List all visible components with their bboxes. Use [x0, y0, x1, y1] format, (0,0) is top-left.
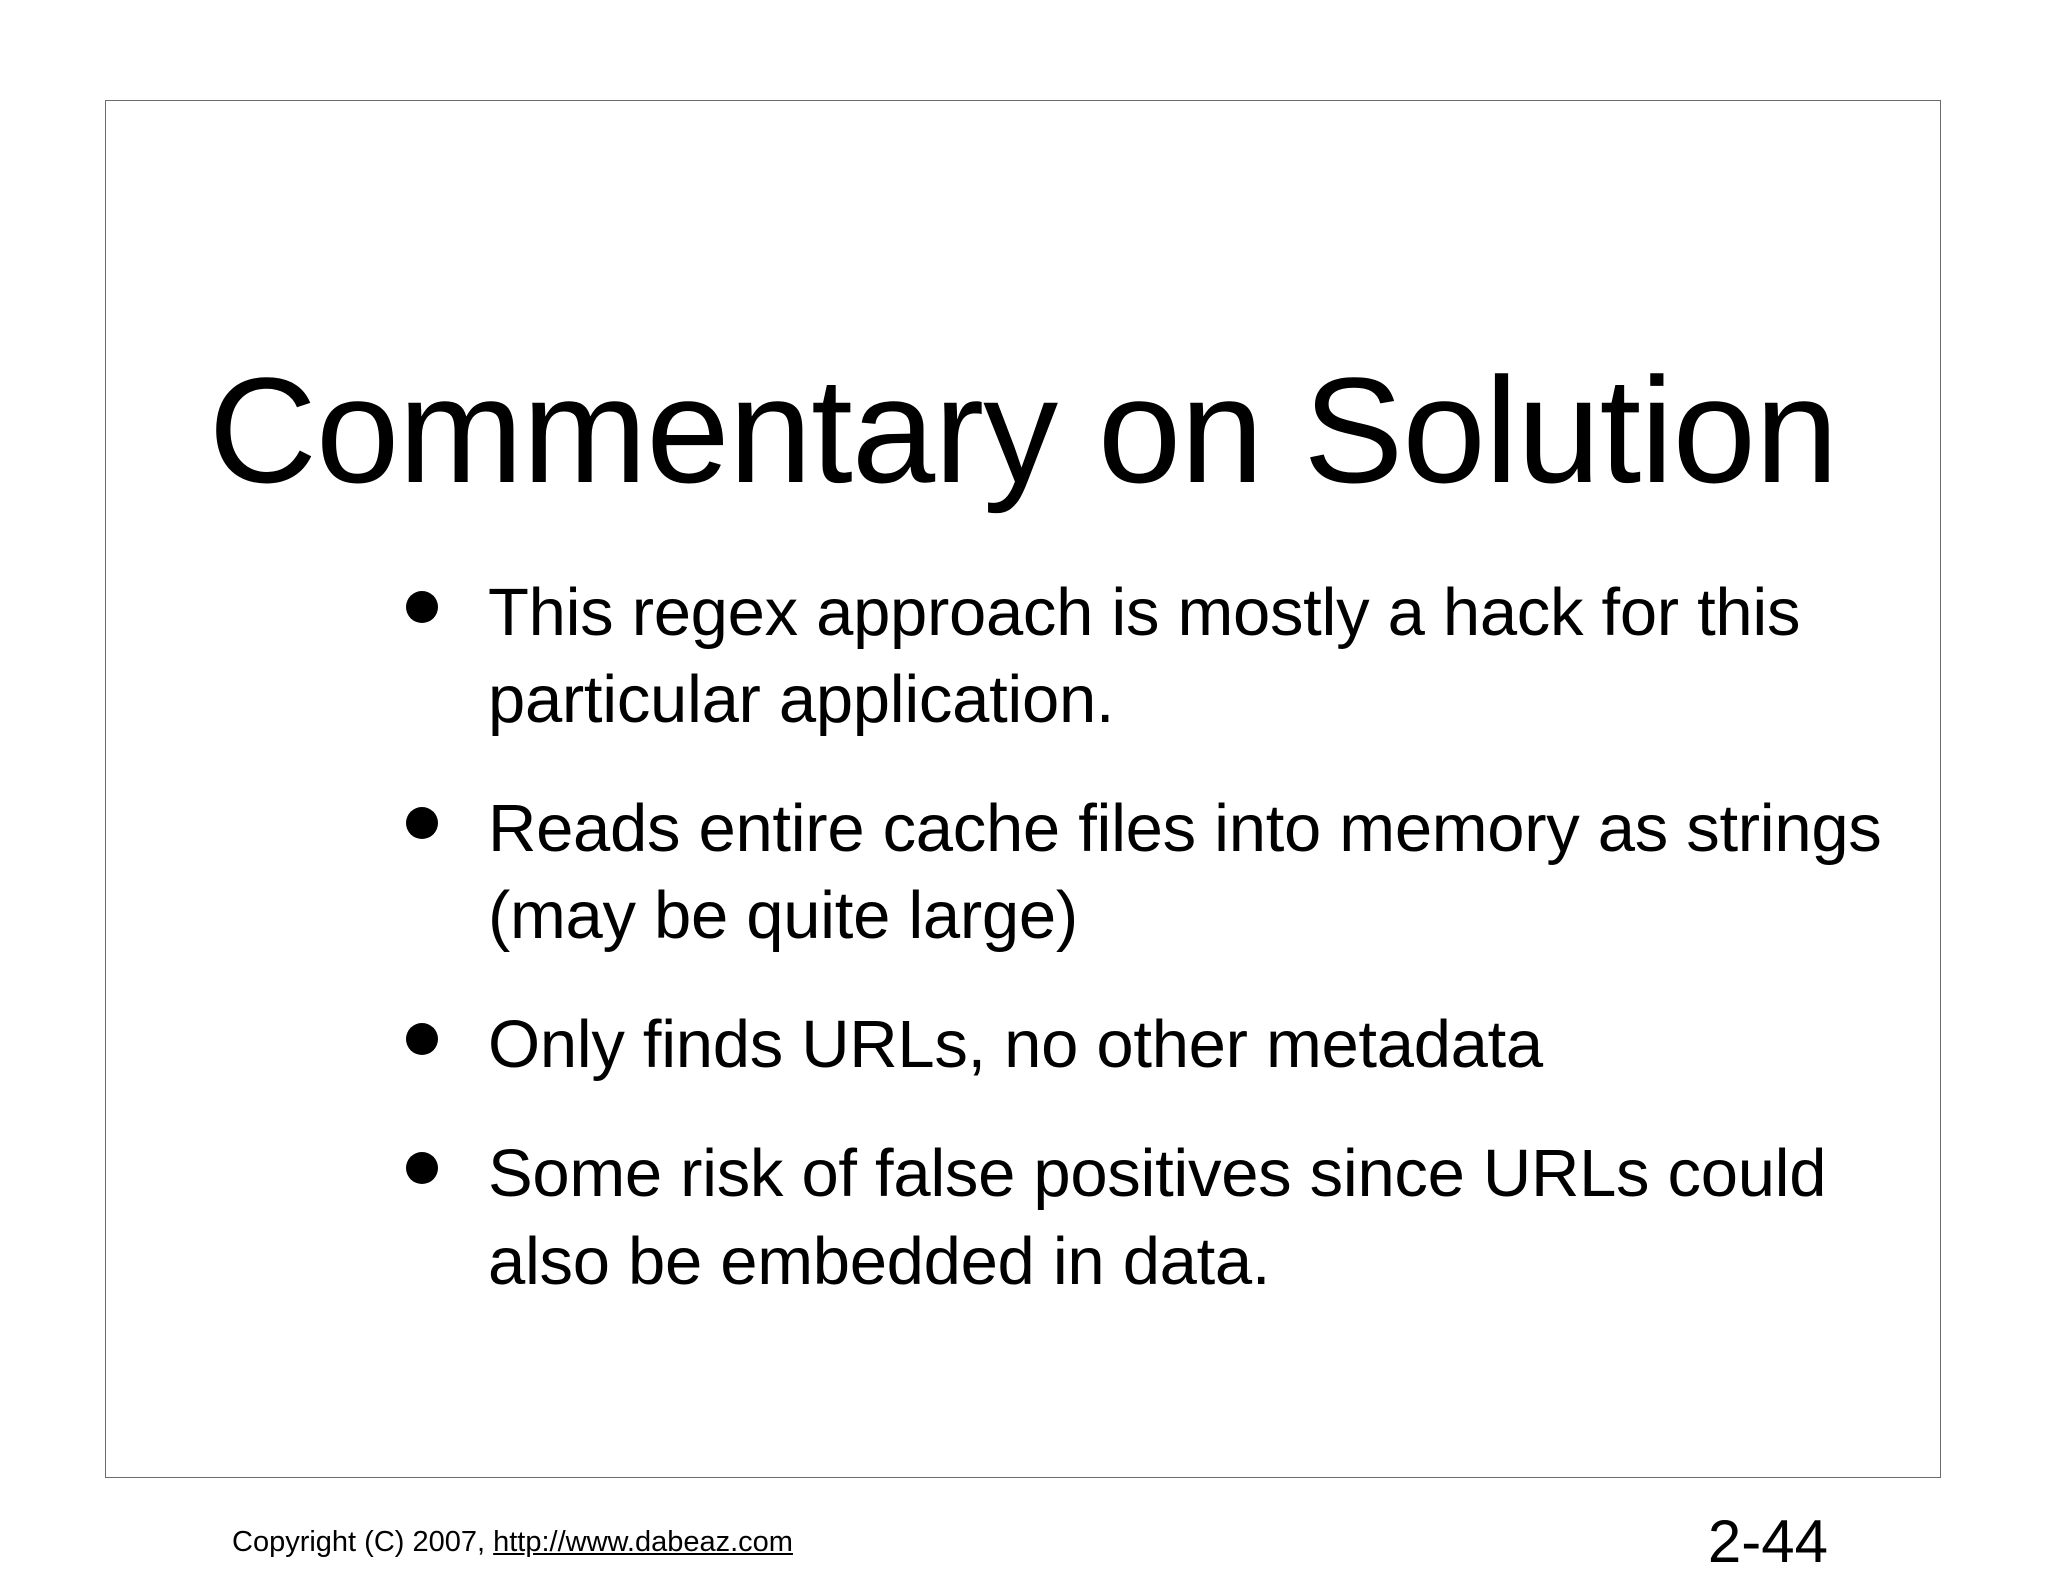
- footer-copyright: Copyright (C) 2007, http://www.dabeaz.co…: [232, 1525, 793, 1560]
- footer-website-link[interactable]: http://www.dabeaz.com: [493, 1526, 793, 1558]
- bullet-text: Reads entire cache files into memory as …: [488, 791, 1882, 954]
- bullet-text: Only finds URLs, no other metadata: [488, 1007, 1543, 1083]
- bullet-text: This regex approach is mostly a hack for…: [488, 575, 1801, 738]
- bullet-dot-icon: [406, 807, 438, 840]
- page-title: Commentary on Solution: [208, 345, 1839, 514]
- list-item: Only finds URLs, no other metadata: [406, 1001, 1906, 1088]
- list-item: Reads entire cache files into memory as …: [406, 785, 1906, 959]
- slide-frame-border: Commentary on Solution This regex approa…: [105, 100, 1941, 1575]
- bullet-text: Some risk of false positives since URLs …: [488, 1136, 1827, 1299]
- bullet-dot-icon: [406, 1023, 438, 1056]
- list-item: This regex approach is mostly a hack for…: [406, 569, 1906, 743]
- page-number: 2-44: [1707, 1508, 1828, 1575]
- list-item: Some risk of false positives since URLs …: [406, 1130, 1906, 1304]
- bullet-list: This regex approach is mostly a hack for…: [406, 569, 1906, 1347]
- bullet-dot-icon: [406, 591, 438, 623]
- copyright-text: Copyright (C) 2007,: [232, 1526, 486, 1558]
- bullet-dot-icon: [406, 1152, 438, 1185]
